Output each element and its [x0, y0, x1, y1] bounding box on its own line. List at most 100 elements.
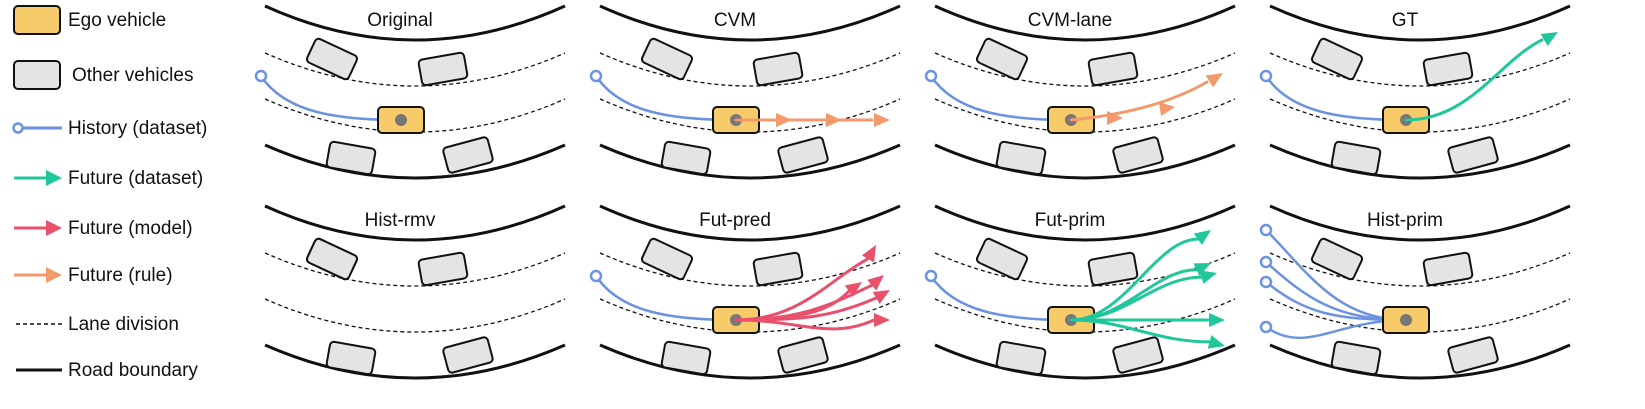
history-start-marker: [924, 269, 938, 283]
future-rule-trajectory: [1069, 80, 1209, 122]
other-vehicle: [1310, 237, 1364, 281]
road-boundary-top: [264, 4, 566, 42]
ego-vehicle-icon: [13, 5, 61, 35]
road-boundary-top: [264, 204, 566, 242]
history-line-icon: [12, 122, 62, 134]
history-start-marker: [254, 69, 268, 83]
panel-3: GT: [1259, 4, 1571, 180]
panel-1: CVM: [589, 4, 901, 180]
legend-label-lane: Lane division: [68, 314, 179, 335]
panel-6: Fut-prim: [924, 204, 1236, 380]
panel-title: Original: [367, 10, 432, 31]
legend-item-history: History (dataset): [0, 108, 250, 148]
lane-division: [1269, 252, 1571, 287]
other-vehicle: [305, 37, 359, 81]
legend-item-ego: Ego vehicle: [0, 0, 250, 40]
other-vehicle: [1112, 136, 1164, 174]
panel-title: Hist-prim: [1367, 210, 1443, 231]
road-boundary-icon: [16, 368, 62, 372]
other-vehicle: [777, 336, 829, 374]
panel-5: Fut-pred: [589, 204, 901, 380]
other-vehicle: [640, 237, 694, 281]
future-dataset-trajectory-head: [1199, 270, 1217, 284]
road-boundary-top: [599, 204, 901, 242]
other-vehicle: [777, 136, 829, 174]
other-vehicle: [1087, 251, 1139, 287]
other-vehicle: [995, 140, 1047, 176]
panel-2: CVM-lane: [924, 4, 1236, 180]
road-boundary-bottom: [264, 343, 566, 380]
panel-7: Hist-prim: [1259, 204, 1571, 380]
history-start-marker: [1259, 275, 1273, 289]
future-model-arrow-icon: [14, 220, 62, 236]
other-vehicle: [1310, 37, 1364, 81]
other-vehicle: [305, 237, 359, 281]
legend-item-future-model: Future (model): [0, 208, 250, 248]
history-start-marker: [924, 69, 938, 83]
panel-title: CVM-lane: [1028, 10, 1112, 31]
panel-title: CVM: [714, 10, 756, 31]
legend-item-lane: Lane division: [0, 304, 250, 344]
future-model-trajectory: [734, 318, 876, 331]
road-boundary-top: [599, 4, 901, 42]
other-vehicle: [1112, 336, 1164, 374]
future-dataset-trajectory-head: [1193, 263, 1211, 277]
future-dataset-trajectory-head: [1207, 335, 1225, 349]
lane-division: [264, 252, 566, 287]
other-vehicle: [1447, 336, 1499, 374]
panel-title: Hist-rmv: [365, 210, 436, 231]
road-boundary-bottom: [1269, 143, 1571, 180]
legend-label-future-model: Future (model): [68, 218, 193, 239]
other-vehicle: [442, 136, 494, 174]
legend-label-ego: Ego vehicle: [68, 10, 167, 31]
road-boundary-top: [1269, 4, 1571, 42]
other-vehicle: [975, 237, 1029, 281]
other-vehicle: [1447, 136, 1499, 174]
future-dataset-trajectory: [1069, 318, 1212, 344]
other-vehicle: [1330, 140, 1382, 176]
other-vehicle: [975, 37, 1029, 81]
future-dataset-trajectory-head: [1193, 229, 1211, 245]
history-start-marker: [1259, 320, 1273, 334]
ego-center-dot: [1400, 314, 1412, 326]
future-rule-arrowhead: [1107, 111, 1123, 125]
other-vehicle: [640, 37, 694, 81]
legend-item-future-dataset: Future (dataset): [0, 158, 250, 198]
legend-label-future-dataset: Future (dataset): [68, 168, 204, 189]
panel-0: Original: [254, 4, 566, 180]
panel-title: GT: [1392, 10, 1419, 31]
future-rule-arrowhead: [1159, 102, 1175, 116]
road-boundary-top: [1269, 204, 1571, 242]
future-dataset-trajectory: [1404, 38, 1544, 122]
road-boundary-top: [934, 204, 1236, 242]
other-vehicle: [1422, 251, 1474, 287]
other-vehicle: [325, 340, 377, 376]
history-start-marker: [589, 269, 603, 283]
lane-division: [599, 252, 901, 287]
legend-label-history: History (dataset): [68, 118, 208, 139]
road-boundary-bottom: [934, 343, 1236, 380]
legend-item-boundary: Road boundary: [0, 350, 250, 390]
lane-division: [264, 52, 566, 87]
legend-label-future-rule: Future (rule): [68, 265, 173, 286]
legend-label-other: Other vehicles: [72, 65, 194, 86]
other-vehicle: [752, 51, 804, 87]
ego-center-dot: [395, 114, 407, 126]
lane-division-icon: [16, 323, 62, 325]
future-model-trajectory-head: [872, 290, 890, 305]
future-dataset-arrow-icon: [14, 170, 62, 186]
history-start-marker: [589, 69, 603, 83]
history-start-marker: [1259, 223, 1273, 237]
lane-division: [1269, 52, 1571, 87]
future-model-trajectory-head: [874, 313, 890, 327]
lane-division: [934, 52, 1236, 87]
legend-label-boundary: Road boundary: [68, 360, 198, 381]
road-boundary-bottom: [934, 143, 1236, 180]
other-vehicle: [417, 251, 469, 287]
history-start-marker: [1259, 255, 1273, 269]
future-rule-arrowhead: [776, 113, 792, 127]
legend-item-other: Other vehicles: [0, 55, 250, 95]
other-vehicle: [660, 140, 712, 176]
future-rule-arrowhead: [826, 113, 842, 127]
